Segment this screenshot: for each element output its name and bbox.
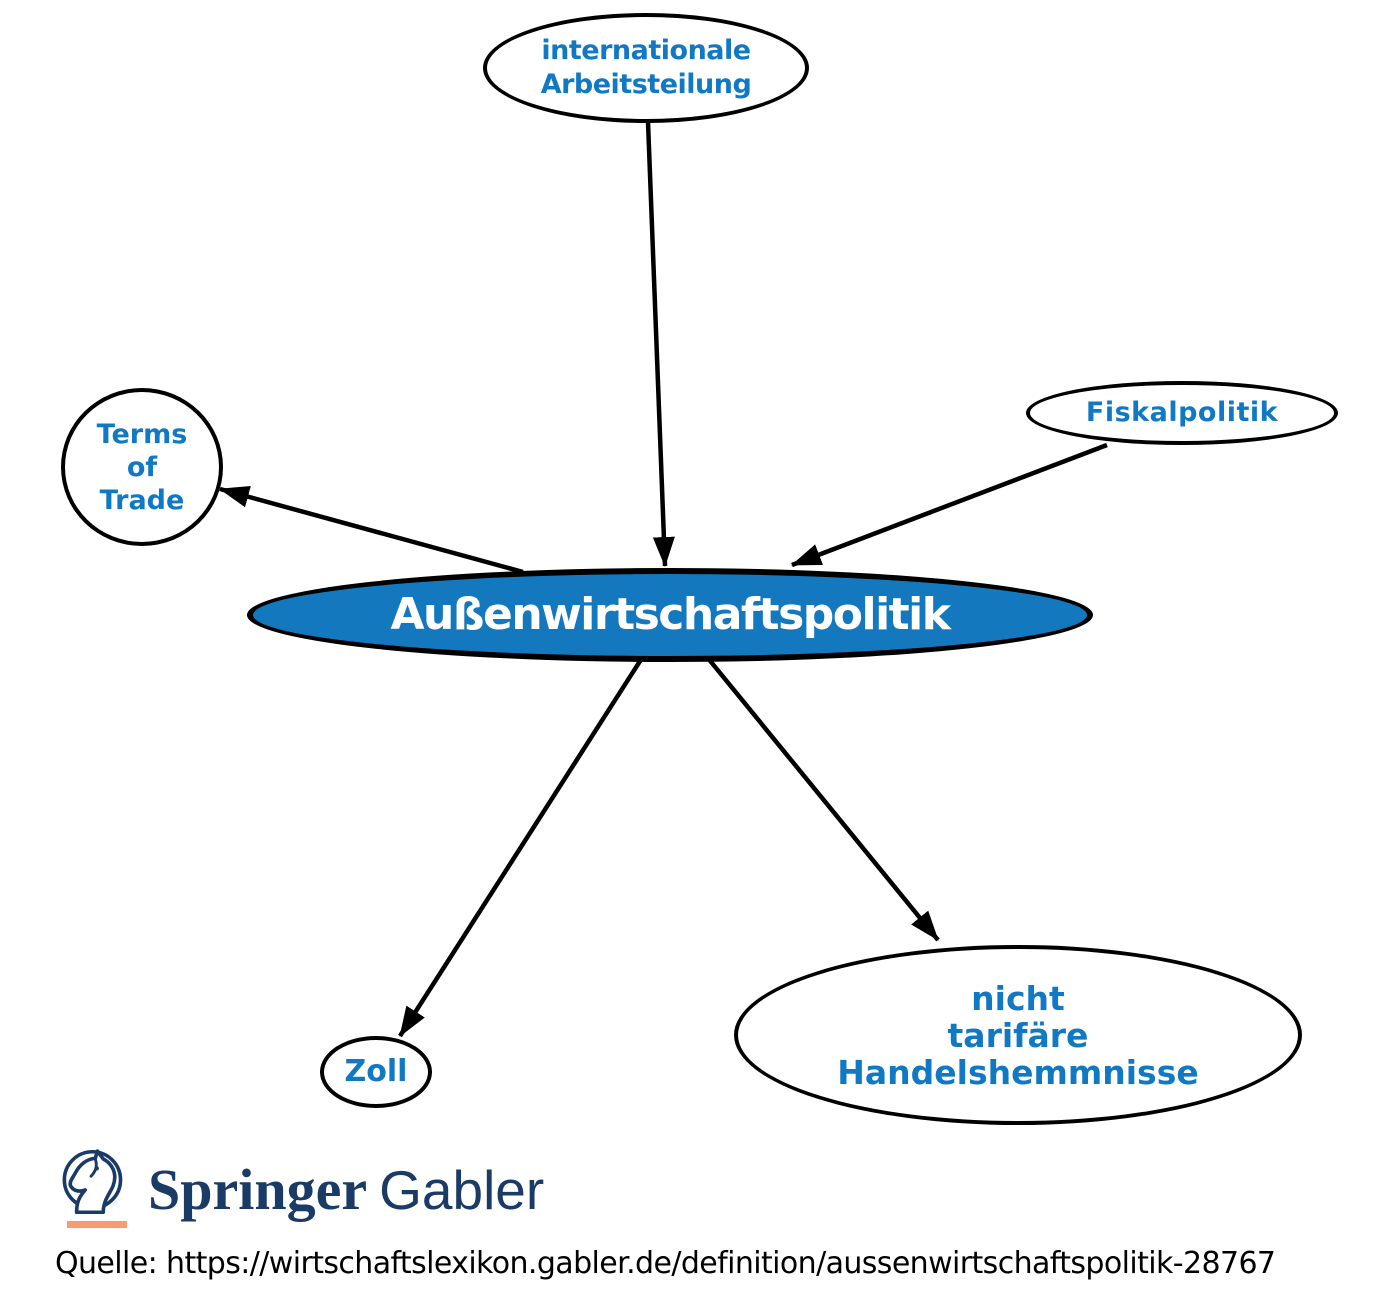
- edge-center-to-handelshemmnisse: [705, 655, 940, 942]
- brand-springer: Springer: [148, 1157, 368, 1222]
- edge-fiskalpolitik-to-center: [791, 442, 1108, 568]
- springer-horse-icon: [62, 1149, 123, 1215]
- node-internationale-arbeitsteilung[interactable]: internationale Arbeitsteilung: [483, 13, 809, 123]
- node-label-line: tarifäre: [947, 1015, 1089, 1055]
- node-label-line: Arbeitsteilung: [540, 69, 752, 100]
- node-label-line: Trade: [99, 484, 185, 516]
- node-label: Zoll: [344, 1054, 408, 1089]
- brand-gabler: Gabler: [379, 1159, 545, 1221]
- node-label-line: of: [126, 451, 158, 483]
- node-terms-of-trade[interactable]: Terms of Trade: [61, 388, 223, 546]
- node-aussenwirtschaftspolitik[interactable]: Außenwirtschaftspolitik: [247, 568, 1093, 662]
- central-node-label: Außenwirtschaftspolitik: [390, 589, 951, 640]
- node-label-line: nicht: [971, 978, 1065, 1018]
- node-label: Fiskalpolitik: [1085, 397, 1279, 428]
- source-url-text: Quelle: https://wirtschaftslexikon.gable…: [55, 1246, 1276, 1281]
- node-zoll[interactable]: Zoll: [320, 1036, 432, 1108]
- node-label-line: Handelshemmnisse: [837, 1052, 1199, 1092]
- node-label-line: internationale: [541, 35, 751, 66]
- edge-arbeitsteilung-to-center: [645, 121, 675, 567]
- edge-center-to-zoll: [398, 656, 644, 1038]
- node-label-line: Terms: [96, 418, 188, 450]
- edge-center-to-terms-of-trade: [219, 486, 524, 575]
- node-nicht-tarifaere-handelshemmnisse[interactable]: nicht tarifäre Handelshemmnisse: [734, 945, 1302, 1125]
- node-fiskalpolitik[interactable]: Fiskalpolitik: [1026, 381, 1338, 445]
- logo-orange-underline: [67, 1221, 127, 1228]
